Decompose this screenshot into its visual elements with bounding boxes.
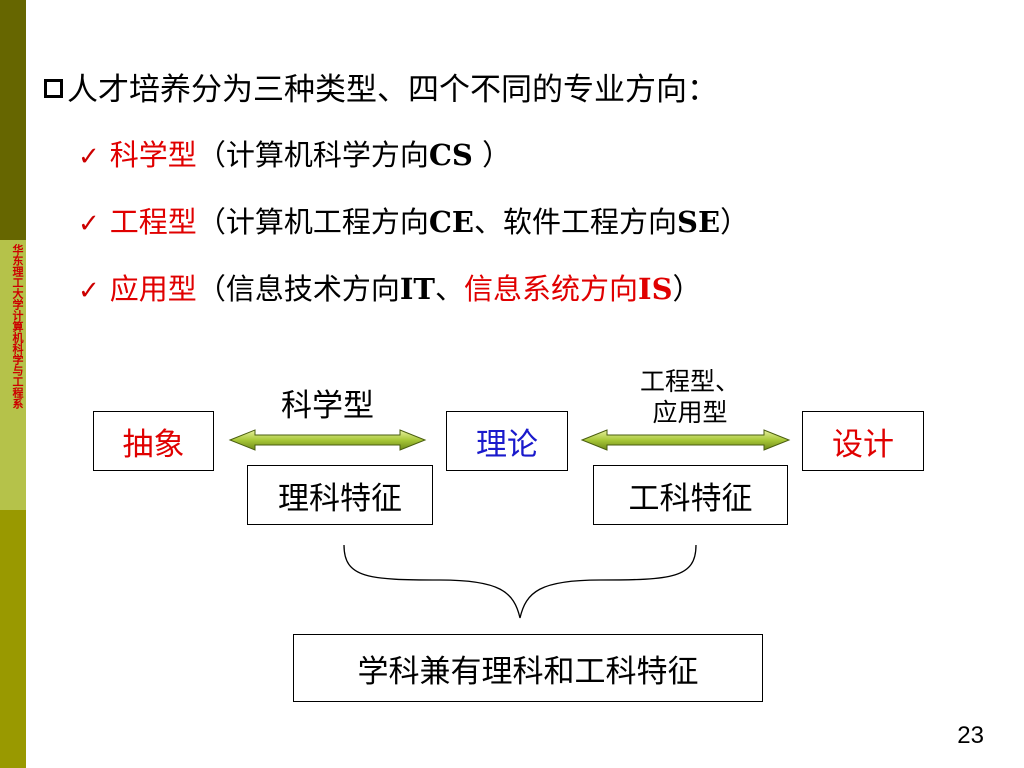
list-item-science: ✓ 科学型（计算机科学方向CS ） [78,132,511,174]
arrow-label-engineering-line2: 应用型 [652,398,728,427]
sidebar-top-band [0,0,26,240]
feature-box-science: 理科特征 [247,465,433,525]
arrow-label-science: 科学型 [281,388,374,424]
concept-box-design: 设计 [802,411,924,471]
main-heading: 人才培养分为三种类型、四个不同的专业方向： [44,64,718,109]
direction-code: CS [428,138,473,172]
direction-text: （计算机工程方向 [196,205,429,239]
closing-paren: ） [672,272,702,306]
sidebar-bottom-band [0,510,26,768]
list-item-application: ✓ 应用型（信息技术方向IT、信息系统方向IS） [78,266,702,308]
direction-code: SE [677,205,721,239]
list-item-engineering: ✓ 工程型（计算机工程方向CE、软件工程方向SE） [78,199,749,241]
double-arrow-science [228,429,427,451]
direction-code: CE [428,205,475,239]
type-label: 应用型 [109,272,197,306]
concept-box-theory: 理论 [446,411,568,471]
separator: 、 [434,272,464,306]
checkmark-icon: ✓ [78,142,100,172]
direction-text: （计算机科学方向 [196,138,429,172]
feature-box-engineering: 工科特征 [593,465,788,525]
page-number: 23 [957,722,984,749]
concept-box-abstract: 抽象 [93,411,214,471]
closing-paren: ） [472,138,512,172]
sidebar-middle-band [0,240,26,510]
summary-box: 学科兼有理科和工科特征 [293,634,763,702]
direction-text-highlight: 信息系统方向 [464,272,639,306]
closing-paren: ） [720,205,750,239]
direction-text: （信息技术方向 [196,272,400,306]
direction-code: IT [399,272,435,306]
heading-text: 人才培养分为三种类型、四个不同的专业方向： [67,72,718,108]
sidebar: 华东理工大学计算机科学与工程系 [0,0,26,768]
square-bullet-icon [44,79,63,98]
type-label: 科学型 [109,138,197,172]
direction-code: IS [638,272,673,306]
curly-brace [343,544,697,619]
direction-text: 、软件工程方向 [474,205,678,239]
checkmark-icon: ✓ [78,276,100,306]
arrow-label-engineering-line1: 工程型、 [639,367,740,396]
checkmark-icon: ✓ [78,209,100,239]
sidebar-institution-text: 华东理工大学计算机科学与工程系 [11,244,24,409]
double-arrow-engineering [580,429,791,451]
type-label: 工程型 [109,205,197,239]
